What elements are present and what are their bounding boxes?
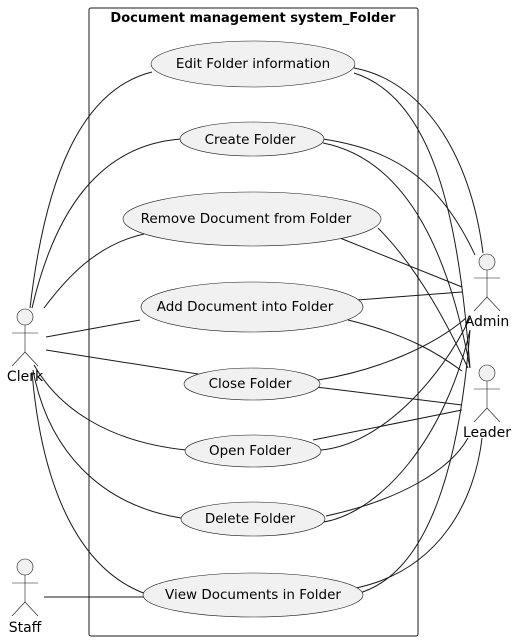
association-edges <box>29 67 484 598</box>
use-case-add-document-label: Add Document into Folder <box>157 299 334 315</box>
use-case-remove-document-label: Remove Document from Folder <box>141 211 352 227</box>
edge-admin-open <box>320 317 471 451</box>
edge-leader-delete <box>325 437 469 517</box>
use-case-create-label: Create Folder <box>205 132 296 148</box>
actor-clerk[interactable]: Clerk <box>7 308 44 385</box>
edge-leader-edit <box>353 72 471 369</box>
actor-staff-label: Staff <box>9 620 42 636</box>
use-case-create[interactable]: Create Folder <box>179 121 325 157</box>
edge-admin-create <box>322 138 476 256</box>
edge-admin-add <box>356 291 463 301</box>
actor-leader[interactable]: Leader <box>463 364 511 441</box>
actor-admin[interactable]: Admin <box>465 253 510 330</box>
actor-clerk-label: Clerk <box>7 369 44 385</box>
edge-admin-close <box>317 317 467 381</box>
use-case-close-label: Close Folder <box>209 376 292 392</box>
use-case-delete[interactable]: Delete Folder <box>180 501 326 537</box>
actor-staff[interactable]: Staff <box>9 558 42 636</box>
edge-clerk-create <box>31 138 182 309</box>
edge-leader-add <box>347 319 463 372</box>
edge-leader-view <box>355 437 483 589</box>
edge-clerk-view <box>31 371 147 595</box>
actor-leader-label: Leader <box>463 425 511 441</box>
edge-clerk-edit <box>29 71 153 309</box>
system-boundary: Document management system_Folder <box>88 7 419 637</box>
use-case-view-documents[interactable]: View Documents in Folder <box>142 572 364 618</box>
system-title: Document management system_Folder <box>110 11 396 26</box>
use-case-open[interactable]: Open Folder <box>184 434 322 468</box>
edge-admin-delete <box>323 329 471 523</box>
use-case-delete-label: Delete Folder <box>205 511 296 527</box>
edge-clerk-close <box>45 349 199 375</box>
use-case-edit-label: Edit Folder information <box>176 56 330 72</box>
edge-clerk-delete <box>32 369 182 519</box>
use-case-view-documents-label: View Documents in Folder <box>165 587 341 603</box>
use-case-add-document[interactable]: Add Document into Folder <box>140 281 364 333</box>
use-case-edit[interactable]: Edit Folder information <box>150 40 356 88</box>
use-case-remove-document[interactable]: Remove Document from Folder <box>122 191 382 247</box>
edge-leader-open <box>312 409 463 441</box>
edge-clerk-add <box>45 319 141 338</box>
use-case-open-label: Open Folder <box>209 443 292 459</box>
edge-admin-edit <box>353 67 484 254</box>
actor-admin-label: Admin <box>465 314 510 330</box>
edge-leader-close <box>315 386 463 406</box>
edge-clerk-open <box>33 364 187 451</box>
edge-leader-create <box>322 142 471 369</box>
edge-admin-remove <box>339 237 463 288</box>
edge-clerk-remove <box>43 233 145 309</box>
use-case-close[interactable]: Close Folder <box>183 367 321 401</box>
edge-leader-remove <box>377 227 469 369</box>
edge-admin-view <box>355 329 471 595</box>
